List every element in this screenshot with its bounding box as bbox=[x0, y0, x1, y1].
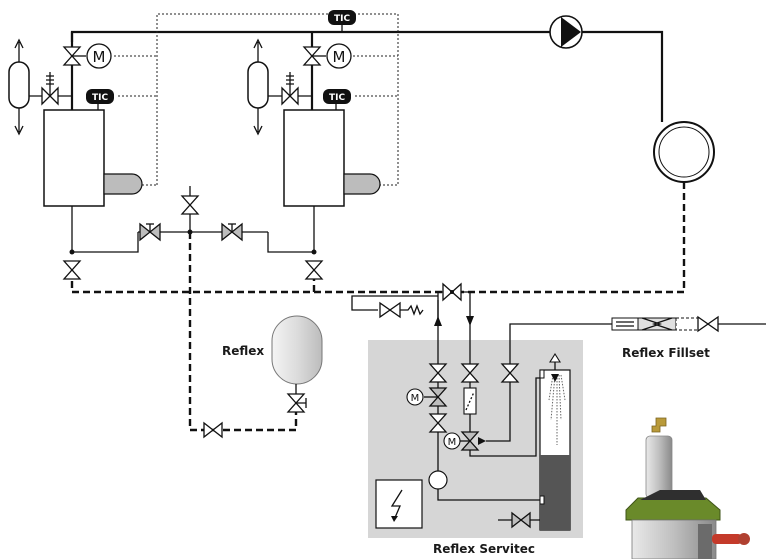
return-line bbox=[70, 182, 686, 294]
expansion-line bbox=[188, 232, 298, 432]
servitec-product-image bbox=[625, 417, 750, 559]
vessel-valve[interactable] bbox=[286, 393, 307, 413]
boiler-1 bbox=[43, 109, 105, 207]
servitec-fill-pipe bbox=[486, 382, 511, 442]
small-vessel-1 bbox=[8, 38, 30, 136]
servitec-outlet-pipe bbox=[469, 377, 540, 457]
svg-text:M: M bbox=[333, 48, 346, 66]
boiler1-return-valve[interactable] bbox=[62, 260, 82, 280]
svg-text:TIC: TIC bbox=[92, 93, 108, 103]
drain-valve-top[interactable] bbox=[180, 186, 200, 232]
tic-badge-1: TIC bbox=[86, 89, 114, 104]
circulation-pump[interactable] bbox=[549, 15, 583, 49]
consumer-load bbox=[653, 121, 715, 183]
motor-valve-1[interactable]: M bbox=[62, 43, 112, 69]
servitec-pump[interactable] bbox=[428, 470, 448, 490]
motor-valve-2[interactable]: M bbox=[302, 43, 352, 69]
svg-text:M: M bbox=[93, 48, 106, 66]
servitec-link-left bbox=[437, 291, 443, 320]
crossover-valve-2[interactable] bbox=[221, 222, 243, 242]
servitec-link-right bbox=[461, 291, 471, 320]
fillset-valve[interactable] bbox=[697, 315, 719, 333]
safety-valve-1[interactable] bbox=[41, 72, 59, 106]
boiler1-outlet bbox=[71, 206, 139, 253]
servitec-inlet-valve-top[interactable] bbox=[428, 363, 448, 383]
servitec-motor-valve-inlet[interactable]: M bbox=[406, 387, 448, 407]
servitec-spray-tube bbox=[539, 369, 571, 531]
servitec-motor-valve-outlet[interactable]: M bbox=[443, 431, 480, 451]
svg-text:M: M bbox=[411, 393, 420, 404]
label-reflex-servitec: Reflex Servitec bbox=[433, 542, 535, 556]
servitec-vent bbox=[549, 352, 561, 370]
svg-text:TIC: TIC bbox=[329, 93, 345, 103]
svg-text:M: M bbox=[448, 437, 457, 448]
tic-badge-main: TIC bbox=[328, 10, 356, 32]
control-line-outer bbox=[156, 13, 399, 186]
burner-1 bbox=[103, 173, 143, 195]
svg-text:TIC: TIC bbox=[334, 14, 350, 24]
vessel-valve-bottom[interactable] bbox=[203, 421, 223, 439]
crossover-valve-1[interactable] bbox=[139, 222, 161, 242]
drain-branch bbox=[351, 295, 438, 311]
safety-valve-2[interactable] bbox=[281, 72, 299, 106]
drain-branch-valve[interactable] bbox=[379, 301, 424, 319]
servitec-control-box bbox=[375, 479, 423, 529]
reflex-vessel bbox=[271, 315, 323, 394]
servitec-drain-valve[interactable] bbox=[511, 511, 531, 529]
small-vessel-2 bbox=[247, 38, 269, 136]
label-reflex: Reflex bbox=[222, 344, 264, 358]
boiler2-outlet bbox=[267, 206, 315, 253]
tic-badge-2: TIC bbox=[323, 89, 351, 104]
servitec-pump-line bbox=[437, 489, 540, 501]
boiler-2 bbox=[283, 109, 345, 207]
fillset-line bbox=[509, 323, 766, 364]
fillset-unit bbox=[611, 317, 699, 331]
boiler2-return-valve[interactable] bbox=[304, 260, 324, 280]
label-reflex-fillset: Reflex Fillset bbox=[622, 346, 710, 360]
burner-2 bbox=[343, 173, 381, 195]
